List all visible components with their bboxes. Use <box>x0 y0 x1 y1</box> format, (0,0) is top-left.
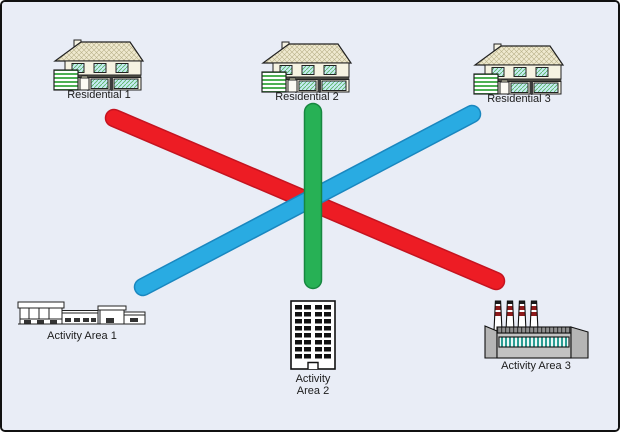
residential-1-label: Residential 1 <box>67 89 131 101</box>
activity-area-2-label: Activity Area 2 <box>253 373 373 397</box>
activity-area-2-label-line2: Area 2 <box>296 385 330 397</box>
activity-area-3-label: Activity Area 3 <box>501 360 571 372</box>
activity-area-2-icon <box>290 300 336 370</box>
activity-area-1-label: Activity Area 1 <box>47 330 117 342</box>
residential-2-label: Residential 2 <box>275 91 339 103</box>
residential-3-label: Residential 3 <box>487 93 551 105</box>
activity-area-2-label-line1: Activity <box>295 373 331 385</box>
